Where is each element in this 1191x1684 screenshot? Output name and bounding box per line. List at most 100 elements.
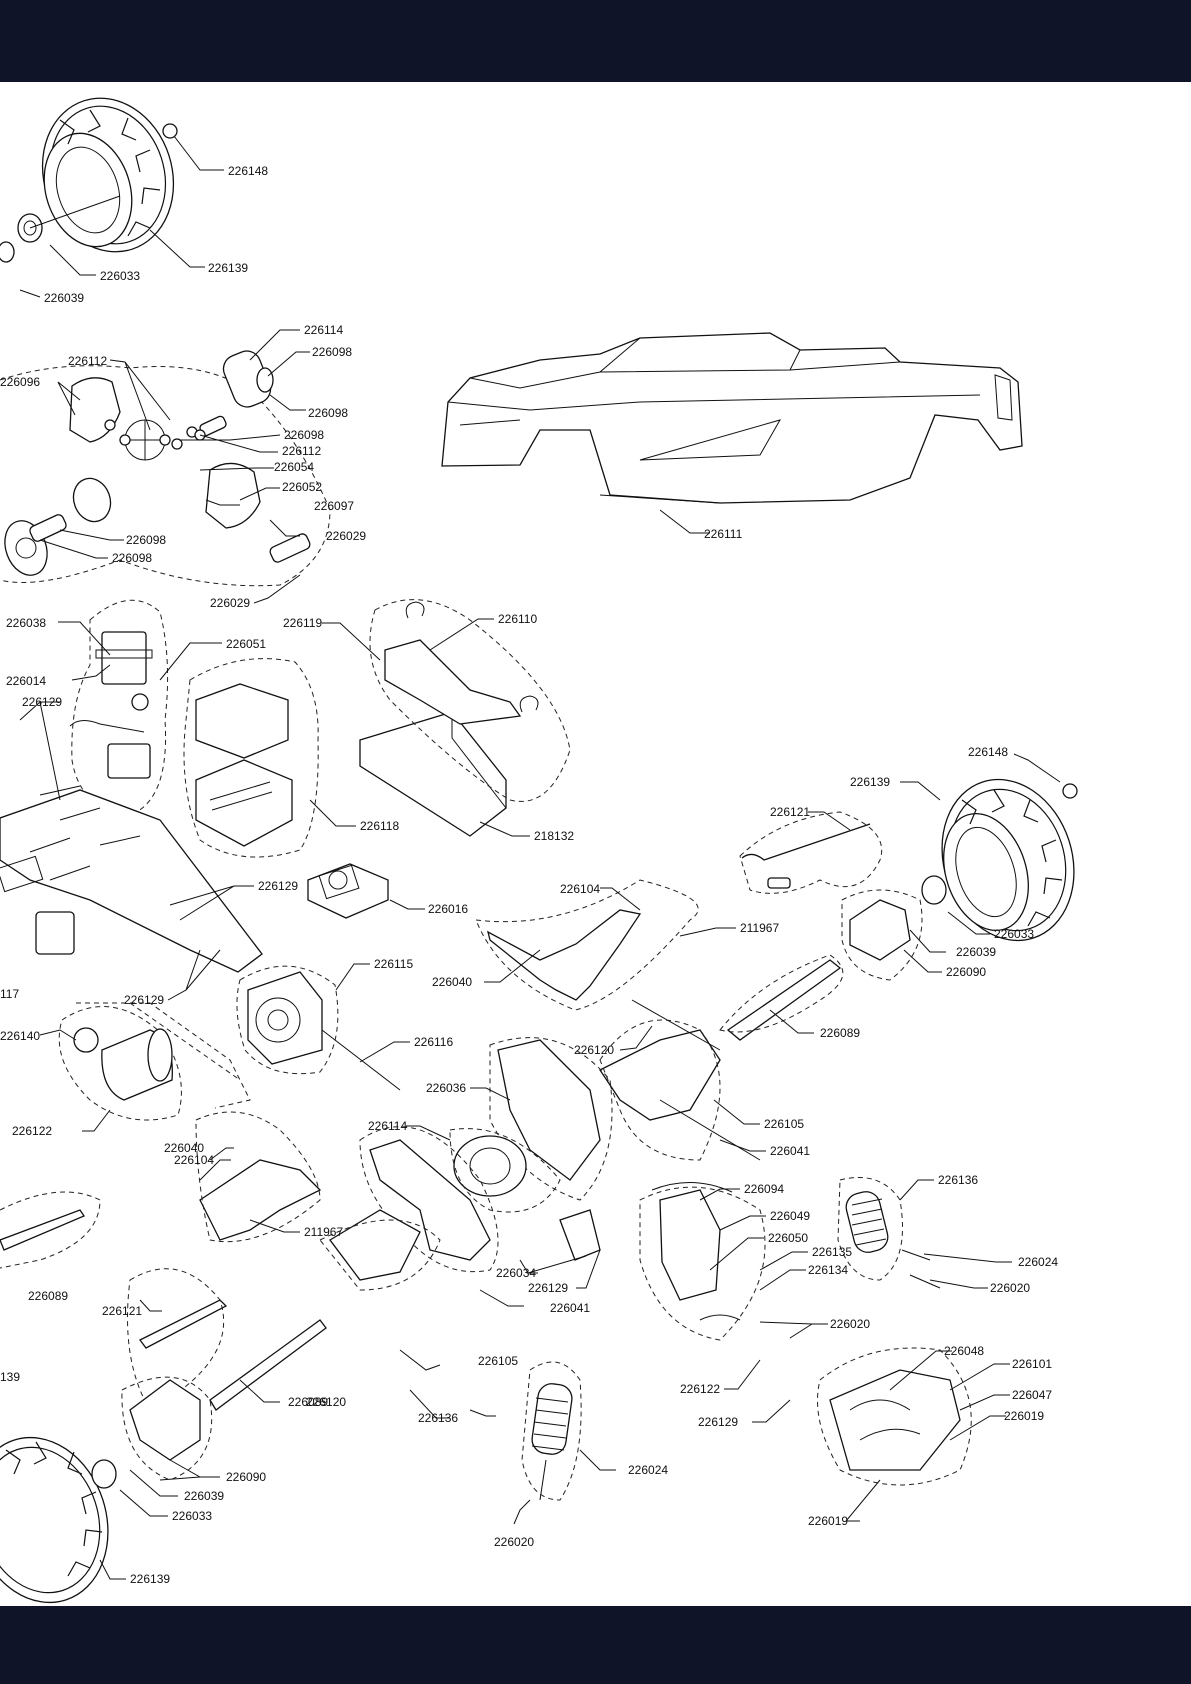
part-label: 211967 (740, 921, 779, 935)
part-label: 117 (0, 987, 19, 1001)
part-label: 139 (0, 1370, 20, 1384)
body-shell (441, 332, 1023, 504)
part-label: 226096 (0, 375, 40, 389)
part-label: 226104 (560, 882, 600, 896)
part-label: 226129 (528, 1281, 568, 1295)
part-label: 226112 (282, 444, 321, 458)
part-label: 226114 (304, 323, 343, 337)
front-bulkhead (449, 1037, 613, 1213)
part-label: 226114 (368, 1119, 407, 1133)
part-label: 226054 (274, 460, 314, 474)
hub-top-left (0, 195, 121, 263)
chassis-plate (0, 785, 263, 973)
shock-center (521, 1361, 582, 1501)
part-labels: 226148 226139 226033 226039 226114 22609… (0, 164, 1058, 1586)
part-label: 226090 (946, 965, 986, 979)
part-label: 226120 (574, 1043, 614, 1057)
rear-bulkhead (359, 1126, 499, 1273)
part-label: 226119 (283, 616, 322, 630)
part-label: 226140 (0, 1029, 40, 1043)
part-label: 226098 (112, 551, 152, 565)
part-label: 226041 (550, 1301, 590, 1315)
part-label: 226014 (6, 674, 46, 688)
part-label: 226033 (172, 1509, 212, 1523)
part-label: 226105 (764, 1117, 804, 1131)
front-arms (475, 879, 761, 1161)
part-label: 226024 (1018, 1255, 1058, 1269)
bottom-band (0, 1606, 1191, 1684)
esc-unit (307, 863, 389, 919)
part-label: 226129 (258, 879, 298, 893)
front-shock-tower (559, 1182, 766, 1341)
wheel-right (921, 778, 1078, 942)
servo (69, 599, 169, 816)
part-label: 226049 (770, 1209, 810, 1223)
part-label: 226051 (226, 637, 266, 651)
part-label: 226120 (306, 1395, 346, 1409)
motor (58, 1006, 182, 1121)
part-label: 226029 (326, 529, 366, 543)
part-label: 226050 (768, 1231, 808, 1245)
part-label: 226148 (968, 745, 1008, 759)
part-label: 226034 (496, 1266, 536, 1280)
part-label: 226019 (1004, 1409, 1044, 1423)
part-label: 226089 (288, 1395, 328, 1409)
part-label: 226024 (628, 1463, 668, 1477)
gearbox (236, 965, 401, 1091)
part-label: 226029 (210, 596, 250, 610)
part-label: 226098 (308, 406, 348, 420)
part-label: 226033 (994, 927, 1034, 941)
rear-left-suspension (0, 1111, 441, 1411)
leader-lines (19, 135, 1061, 1580)
part-label: 226148 (228, 164, 268, 178)
part-label: 226104 (174, 1153, 214, 1167)
part-label: 226105 (478, 1354, 518, 1368)
part-label: 226089 (28, 1289, 68, 1303)
part-label: 226115 (374, 957, 413, 971)
wheel-bottom-left (0, 1376, 213, 1604)
part-label: 226129 (698, 1415, 738, 1429)
part-label: 218132 (534, 829, 574, 843)
part-label: 226038 (6, 616, 46, 630)
part-label: 226033 (100, 269, 140, 283)
part-label: 226040 (164, 1141, 204, 1155)
part-label: 226052 (282, 480, 322, 494)
bumper (817, 1347, 972, 1486)
part-label: 226097 (314, 499, 354, 513)
battery-pack (359, 599, 571, 837)
part-label: 226039 (44, 291, 84, 305)
part-label: 226139 (130, 1572, 170, 1586)
part-label: 226019 (808, 1514, 848, 1528)
part-label: 226020 (494, 1535, 534, 1549)
part-label: 226094 (744, 1182, 784, 1196)
wheel-top-left (41, 97, 178, 253)
part-label: 226101 (1012, 1357, 1052, 1371)
driveline-guide (76, 1002, 251, 1109)
differential-assembly (0, 350, 331, 587)
receiver-box (183, 658, 319, 858)
part-label: 226111 (704, 527, 743, 541)
part-label: 226041 (770, 1144, 810, 1158)
part-label: 226112 (68, 354, 107, 368)
part-label: 226122 (680, 1382, 720, 1396)
part-label: 226134 (808, 1263, 848, 1277)
part-label: 226036 (426, 1081, 466, 1095)
part-label: 226098 (284, 428, 324, 442)
part-label: 226129 (124, 993, 164, 1007)
front-right-suspension (719, 811, 923, 1041)
part-label: 226039 (956, 945, 996, 959)
part-label: 211967 (304, 1225, 343, 1239)
shock-right (837, 1177, 941, 1289)
part-label: 226116 (414, 1035, 453, 1049)
part-label: 226098 (312, 345, 352, 359)
part-label: 226098 (126, 533, 166, 547)
part-label: 226136 (938, 1173, 978, 1187)
part-label: 226110 (498, 612, 537, 626)
part-label: 226129 (22, 695, 62, 709)
part-label: 226121 (770, 805, 810, 819)
part-label: 226090 (226, 1470, 266, 1484)
part-label: 226016 (428, 902, 468, 916)
part-label: 226020 (990, 1281, 1030, 1295)
part-label: 226089 (820, 1026, 860, 1040)
